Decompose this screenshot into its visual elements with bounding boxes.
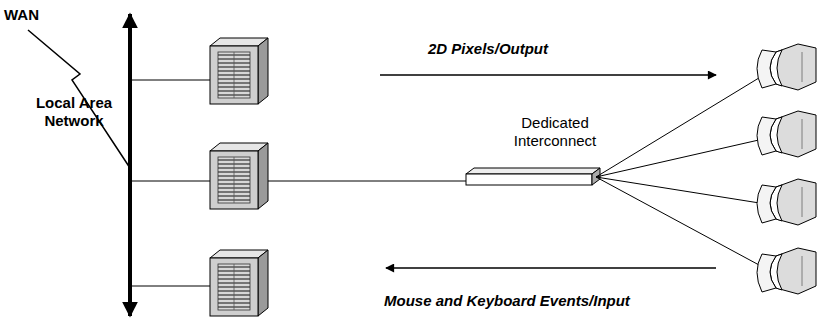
flow-label: Mouse and Keyboard Events/Input	[384, 292, 704, 310]
network-label: WAN	[4, 6, 54, 24]
flow-label: 2D Pixels/Output	[428, 40, 608, 58]
network-label: Local Area Network	[24, 94, 124, 130]
device-label: Dedicated Interconnect	[500, 114, 610, 150]
